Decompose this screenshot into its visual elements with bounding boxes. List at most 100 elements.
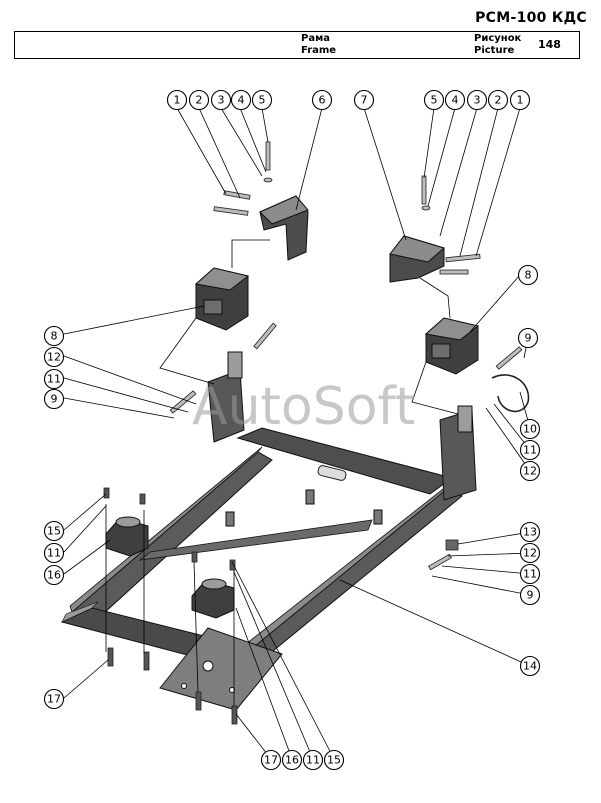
bolt-15-right [229,559,236,571]
svg-text:11: 11 [523,444,537,457]
cross-slot [317,465,347,481]
callout-3: 3 [466,89,488,111]
leader-lines [63,107,531,760]
left-upright-tab [227,351,243,379]
svg-text:9: 9 [527,589,534,602]
svg-text:8: 8 [525,269,532,282]
picture-number: 148 [538,38,561,51]
cable-10 [491,374,530,413]
watermark: AutoSoft [192,377,415,437]
callout-11: 11 [519,439,541,461]
bolt-1-right-b [439,269,469,275]
svg-text:15: 15 [47,525,61,538]
svg-text:2: 2 [495,94,502,107]
callout-9: 9 [43,388,65,410]
middle-cross-brace [138,519,373,561]
hitch-hole [202,660,214,672]
bolt-5-right [421,175,427,205]
title-en: Frame [301,45,337,56]
model-code: РСМ-100 КДС [475,10,587,26]
mount-tab [373,509,383,525]
svg-text:10: 10 [523,423,537,436]
svg-text:16: 16 [47,569,61,582]
callouts: 1 2 3 4 5 6 7 5 4 3 2 1 8 8 12 11 9 9 10… [43,89,541,771]
callout-1: 1 [166,89,188,111]
bracket-7-top [389,235,446,263]
svg-text:6: 6 [319,94,326,107]
callout-12: 12 [519,460,541,482]
bolt-17-right-b [231,705,238,725]
callout-4: 4 [230,89,252,111]
left-rail-top [69,446,263,613]
bolt-9-left [169,390,197,414]
callout-15: 15 [323,749,345,771]
fasteners [103,141,530,725]
svg-text:11: 11 [47,547,61,560]
callout-12: 12 [519,542,541,564]
callout-17: 17 [43,688,65,710]
title-block: Рама Frame Рисунок Picture 148 [14,31,580,59]
bolt-15-left [103,487,110,499]
callout-16: 16 [281,749,303,771]
svg-text:14: 14 [523,660,537,673]
callout-2: 2 [487,89,509,111]
svg-text:16: 16 [285,754,299,767]
svg-text:3: 3 [218,94,225,107]
svg-text:8: 8 [51,330,58,343]
title-ru: Рама [301,33,330,44]
left-engine-bracket [194,195,309,331]
mount-16-right-top [201,578,227,590]
svg-text:11: 11 [523,568,537,581]
bolt-9-right [495,346,523,370]
callout-8: 8 [517,264,539,286]
lower-rubber-mounts [105,516,235,619]
assembly-lines [105,239,459,706]
svg-text:5: 5 [259,94,266,107]
mount-tab [225,511,235,527]
callout-12: 12 [43,346,65,368]
svg-text:7: 7 [361,94,368,107]
washer-4-left [263,177,273,183]
callout-11: 11 [519,563,541,585]
svg-text:9: 9 [51,393,58,406]
bolt-1-left-b [213,206,249,216]
picture-label-en: Picture [474,45,515,56]
callout-9: 9 [517,327,539,349]
svg-text:17: 17 [264,754,278,767]
right-upright-tab [457,405,473,433]
mount-right-cushion [431,343,451,359]
svg-text:11: 11 [306,754,320,767]
left-rail [71,451,273,625]
callout-6: 6 [311,89,333,111]
callout-17: 17 [260,749,282,771]
callout-9: 9 [519,584,541,606]
svg-text:12: 12 [47,351,61,364]
picture-label-ru: Рисунок [474,33,522,44]
svg-text:1: 1 [517,94,524,107]
bolt-17-left [107,647,114,667]
callout-13: 13 [519,521,541,543]
svg-text:15: 15 [327,754,341,767]
callout-5: 5 [251,89,273,111]
callout-11: 11 [43,368,65,390]
svg-text:13: 13 [523,526,537,539]
washer-4-right [421,205,431,211]
callout-3: 3 [210,89,232,111]
rubber-mount-8-right-top [424,317,480,341]
bolt-15-right-b [191,551,198,563]
callout-14: 14 [519,655,541,677]
callout-4: 4 [444,89,466,111]
svg-text:17: 17 [47,693,61,706]
right-rail [249,487,463,661]
hitch-hole [229,687,235,693]
callout-2: 2 [188,89,210,111]
bolt-1-right [445,253,481,263]
svg-text:9: 9 [525,332,532,345]
svg-text:4: 4 [238,94,245,107]
svg-text:1: 1 [174,94,181,107]
mount-tab [305,489,315,505]
rear-cross-member-top [61,601,99,623]
bolt-9-top [253,322,277,350]
rubber-mount-8-left-top [194,267,250,291]
